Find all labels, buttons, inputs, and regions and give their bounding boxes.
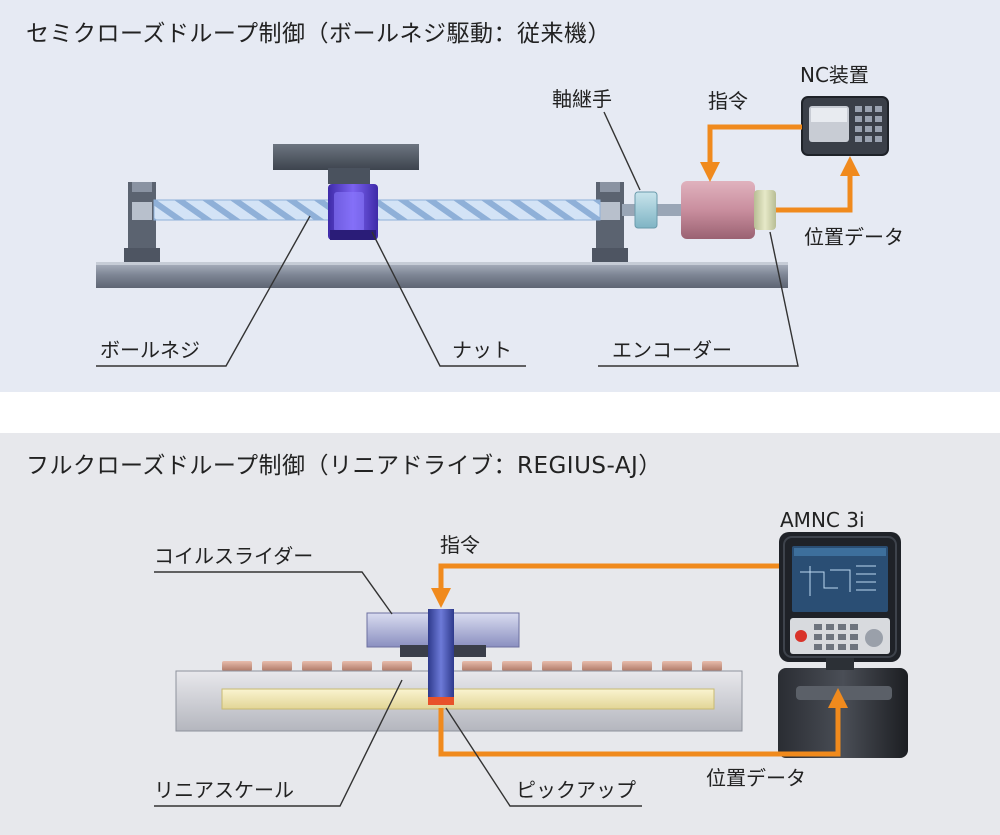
nc-unit-label: NC装置 — [800, 63, 869, 87]
command-signal-arrow-bottom — [431, 563, 779, 608]
position-data-label-bottom: 位置データ — [706, 766, 806, 790]
command-label-bottom: 指令 — [440, 533, 480, 557]
full-closed-loop-title: フルクローズドループ制御（リニアドライブ：REGIUS-AJ） — [26, 453, 662, 479]
encoder-leader — [598, 231, 799, 367]
encoder-label: エンコーダー — [612, 338, 732, 362]
controller-label: AMNC 3i — [780, 508, 865, 532]
command-label-top: 指令 — [708, 89, 748, 113]
position-data-signal-arrow — [776, 156, 860, 213]
linear-scale-leader — [154, 679, 403, 807]
linear-scale-label: リニアスケール — [154, 778, 294, 802]
coil-slider-leader — [154, 571, 393, 615]
left-support-bearing — [124, 182, 160, 262]
position-data-label-top: 位置データ — [804, 225, 904, 249]
coil-slider-label: コイルスライダー — [154, 544, 313, 568]
magnet-row — [222, 661, 722, 671]
coupling — [634, 191, 658, 229]
coupling-label: 軸継手 — [552, 87, 612, 111]
semi-closed-loop-panel — [0, 0, 1000, 392]
nut-label: ナット — [452, 338, 512, 362]
ball-screw-label: ボールネジ — [100, 338, 200, 362]
coupling-leader — [603, 111, 641, 191]
semi-closed-loop-title: セミクローズドループ制御（ボールネジ駆動：従来機） — [26, 21, 611, 47]
work-table — [273, 144, 419, 184]
pickup-label: ピックアップ — [516, 778, 636, 802]
pickup-leader — [445, 707, 642, 807]
nc-unit — [801, 96, 889, 156]
pickup-head — [428, 609, 454, 705]
right-support-bearing — [592, 182, 628, 262]
command-signal-arrow — [700, 124, 802, 182]
linear-rail-base — [175, 670, 743, 732]
ball-screw-leader — [96, 215, 311, 367]
amnc-3i-controller — [778, 532, 908, 758]
encoder — [754, 190, 776, 230]
position-data-signal-arrow-bottom — [438, 688, 848, 757]
servo-motor — [681, 181, 755, 239]
nut — [328, 184, 378, 240]
nut-leader — [371, 231, 526, 367]
machine-bed — [96, 262, 788, 288]
